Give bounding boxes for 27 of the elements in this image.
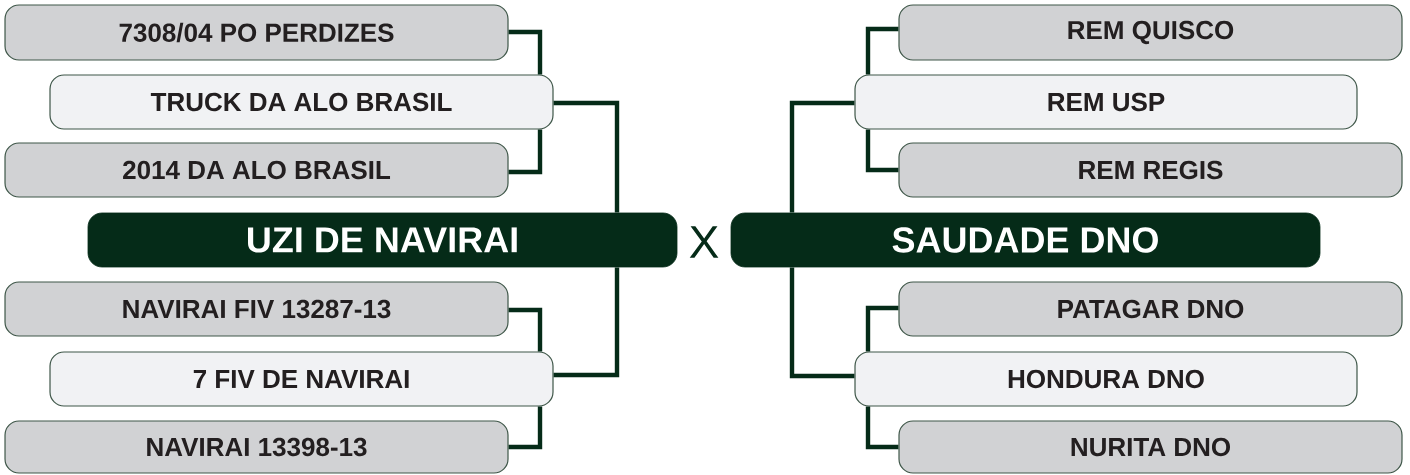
connector-line [508,129,543,175]
pedigree-box: 7308/04 PO PERDIZES [4,4,509,61]
pedigree-box: REM REGIS [898,142,1403,198]
pedigree-box: HONDURA DNO [854,351,1358,407]
connector-line [865,305,899,352]
pedigree-box: NURITA DNO [898,420,1403,474]
pedigree-box: 2014 DA ALO BRASIL [4,142,509,198]
connector-line [865,129,899,173]
pedigree-box: 7 FIV DE NAVIRAI [49,351,554,407]
pedigree-box: TRUCK DA ALO BRASIL [49,74,554,130]
connector-line [553,267,620,378]
pedigree-box: NAVIRAI 13398-13 [4,420,509,474]
connector-line [508,406,543,450]
connector-line [789,100,855,213]
pedigree-box: REM USP [854,74,1358,130]
animal-banner: UZI DE NAVIRAI [87,212,678,268]
connector-line [508,307,543,352]
connector-line [789,267,855,379]
connector-line [865,26,899,75]
pedigree-box: NAVIRAI FIV 13287-13 [4,281,509,337]
animal-banner: SAUDADE DNO [730,212,1321,268]
pedigree-box: PATAGAR DNO [898,281,1403,337]
versus-label: X [689,226,719,258]
connector-line [553,100,620,213]
connector-line [865,406,899,450]
connector-line [508,29,543,75]
pedigree-box: REM QUISCO [898,4,1403,61]
